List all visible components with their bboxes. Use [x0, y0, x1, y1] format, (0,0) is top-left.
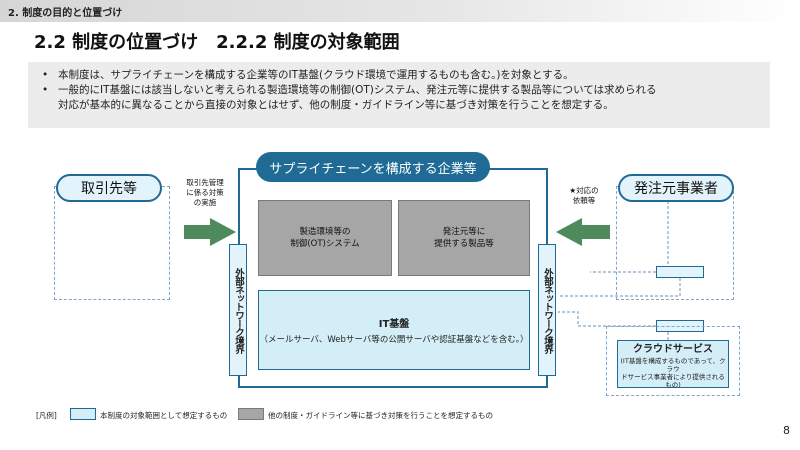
right-note: ★対応の 依頼等 [569, 186, 599, 205]
summary-bullet-1: 本制度は、サプライチェーンを構成する企業等のIT基盤(クラウド環境で運用するもの… [42, 68, 760, 83]
company-header: サプライチェーンを構成する企業等 [256, 152, 490, 182]
page-title: 2.2 制度の位置づけ 2.2.2 制度の対象範囲 [34, 32, 400, 53]
legend-other-label: 他の制度・ガイドライン等に基づき対策を行うことを想定するもの [268, 411, 493, 420]
legend-scope-label: 本制度の対象範囲として想定するもの [100, 411, 228, 420]
right-network-boundary: 外部ネットワーク境界 [538, 244, 556, 376]
summary-bullet-2: 一般的にIT基盤には該当しないと考えられる製造環境等の制御(OT)システム、発注… [42, 83, 760, 98]
summary-box: 本制度は、サプライチェーンを構成する企業等のIT基盤(クラウド環境で運用するもの… [28, 62, 770, 128]
legend-prefix: [凡例] [36, 411, 57, 420]
section-label: 2. 制度の目的と位置づけ [8, 8, 123, 19]
arrow-to-left-party [184, 218, 236, 246]
cloud-service-box: クラウドサービス (IT基盤を構成するものであって、クラウ ドサービス事業者によ… [617, 340, 729, 389]
left-network-boundary: 外部ネットワーク境界 [229, 244, 247, 376]
ot-system-box: 製造環境等の 制御(OT)システム [258, 200, 392, 276]
left-party-area [54, 186, 170, 300]
legend-scope-swatch [70, 408, 96, 420]
cloud-subtitle: (IT基盤を構成するものであって、クラウ ドサービス事業者により提供されるもの) [620, 356, 726, 389]
summary-bullet-2-cont: 対応が基本的に異なることから直接の対象とはせず、他の制度・ガイドライン等に基づき… [58, 99, 614, 111]
legend-other-swatch [238, 408, 264, 420]
right-party-area [616, 186, 734, 300]
it-subtitle: （メールサーバ、Webサーバ等の公開サーバや認証基盤などを含む。） [259, 335, 529, 345]
it-title: IT基盤 [378, 319, 410, 330]
page-number: 8 [783, 424, 790, 437]
it-infrastructure-box: IT基盤 （メールサーバ、Webサーバ等の公開サーバや認証基盤などを含む。） [258, 290, 530, 370]
right-party-label: 発注元事業者 [618, 174, 734, 202]
header-bar [0, 0, 800, 22]
left-party-label: 取引先等 [56, 174, 162, 202]
connector-node-1 [656, 266, 704, 278]
product-box: 発注元等に 提供する製品等 [398, 200, 530, 276]
cloud-title: クラウドサービス [633, 343, 713, 355]
summary-list: 本制度は、サプライチェーンを構成する企業等のIT基盤(クラウド環境で運用するもの… [28, 62, 770, 113]
arrow-from-right-party [556, 218, 610, 246]
cloud-area [606, 326, 740, 396]
left-note: 取引先管理 に係る対策 の実施 [186, 178, 224, 207]
